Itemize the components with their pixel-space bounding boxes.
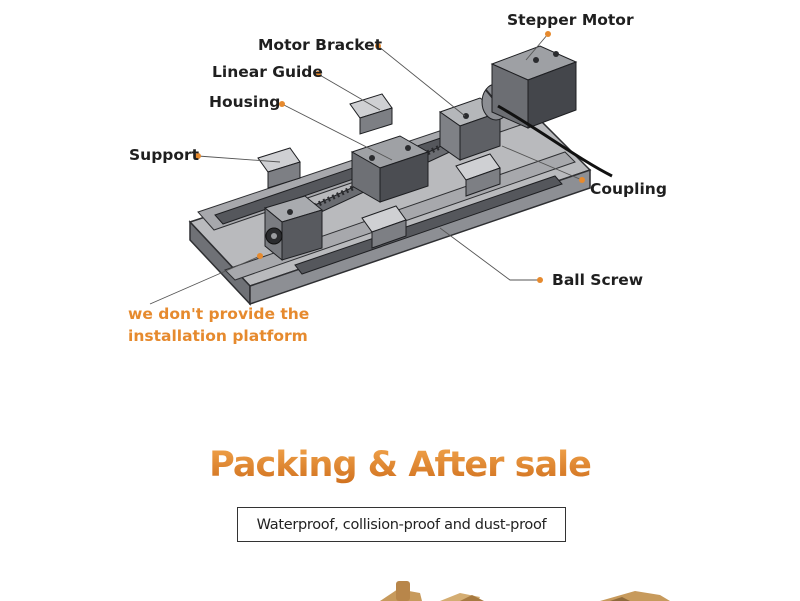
platform-note-line2: installation platform [128, 327, 308, 345]
leader-lines [149, 33, 583, 305]
section-subheading: Waterproof, collision-proof and dust-pro… [237, 507, 566, 542]
label-stepper-motor: Stepper Motor [507, 11, 634, 29]
leader-dots [195, 31, 585, 283]
end-support [263, 195, 324, 262]
label-motor-bracket: Motor Bracket [258, 36, 383, 54]
packaging-photo [380, 581, 670, 601]
coupling-cable [497, 104, 613, 178]
label-support: Support [129, 146, 200, 164]
linear-guide-blocks [257, 93, 501, 249]
stepper-motor [490, 45, 578, 129]
section-heading: Packing & After sale [0, 446, 800, 485]
label-coupling: Coupling [590, 180, 667, 198]
label-ball-screw: Ball Screw [552, 271, 644, 289]
linear-stage-diagram [149, 31, 613, 306]
housing-block [350, 135, 430, 203]
label-housing: Housing [209, 93, 281, 111]
platform-note-line1: we don't provide the [128, 305, 310, 323]
label-linear-guide: Linear Guide [212, 63, 323, 81]
